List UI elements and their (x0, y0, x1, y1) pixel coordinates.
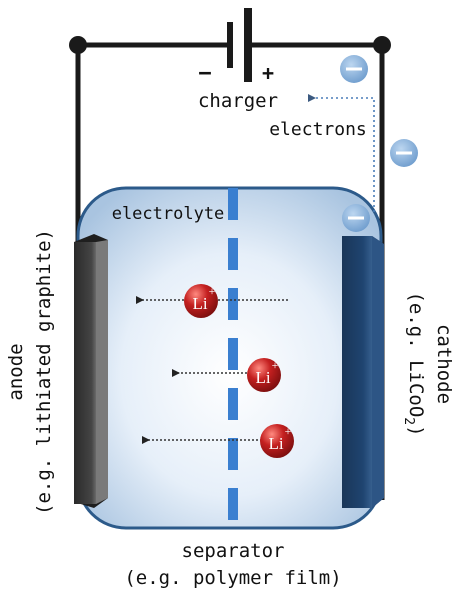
wire-junction-left (69, 36, 87, 54)
svg-text:Li: Li (268, 434, 283, 453)
lithium-ion: Li + (260, 424, 294, 458)
cathode-electrode (342, 236, 384, 508)
svg-text:+: + (209, 284, 216, 298)
separator-label: separator (182, 540, 285, 562)
electron-particle (340, 55, 368, 83)
anode-label: anode (5, 343, 27, 400)
anode-electrode (74, 234, 108, 508)
electron-particle (390, 139, 418, 167)
svg-text:Li: Li (192, 294, 207, 313)
lithium-ion: Li + (247, 358, 281, 392)
charger-minus-sign: − (198, 61, 211, 86)
electron-particle (342, 204, 370, 232)
wire-junction-right (373, 36, 391, 54)
charger-symbol (227, 8, 252, 82)
svg-text:+: + (272, 358, 279, 372)
anode-example-label: (e.g. lithiated graphite) (33, 229, 55, 515)
charger-plus-sign: + (262, 61, 274, 85)
lithium-ion: Li + (184, 284, 218, 318)
cathode-example-label: (e.g. LiCoO2) (401, 291, 427, 436)
cathode-label: cathode (433, 324, 455, 404)
electron-flow-arrow (308, 94, 375, 212)
electrons-label: electrons (269, 119, 367, 140)
svg-text:+: + (285, 424, 292, 438)
charger-label: charger (198, 90, 278, 112)
svg-text:Li: Li (255, 368, 270, 387)
electrolyte-label: electrolyte (112, 204, 225, 224)
separator-example-label: (e.g. polymer film) (124, 567, 341, 589)
